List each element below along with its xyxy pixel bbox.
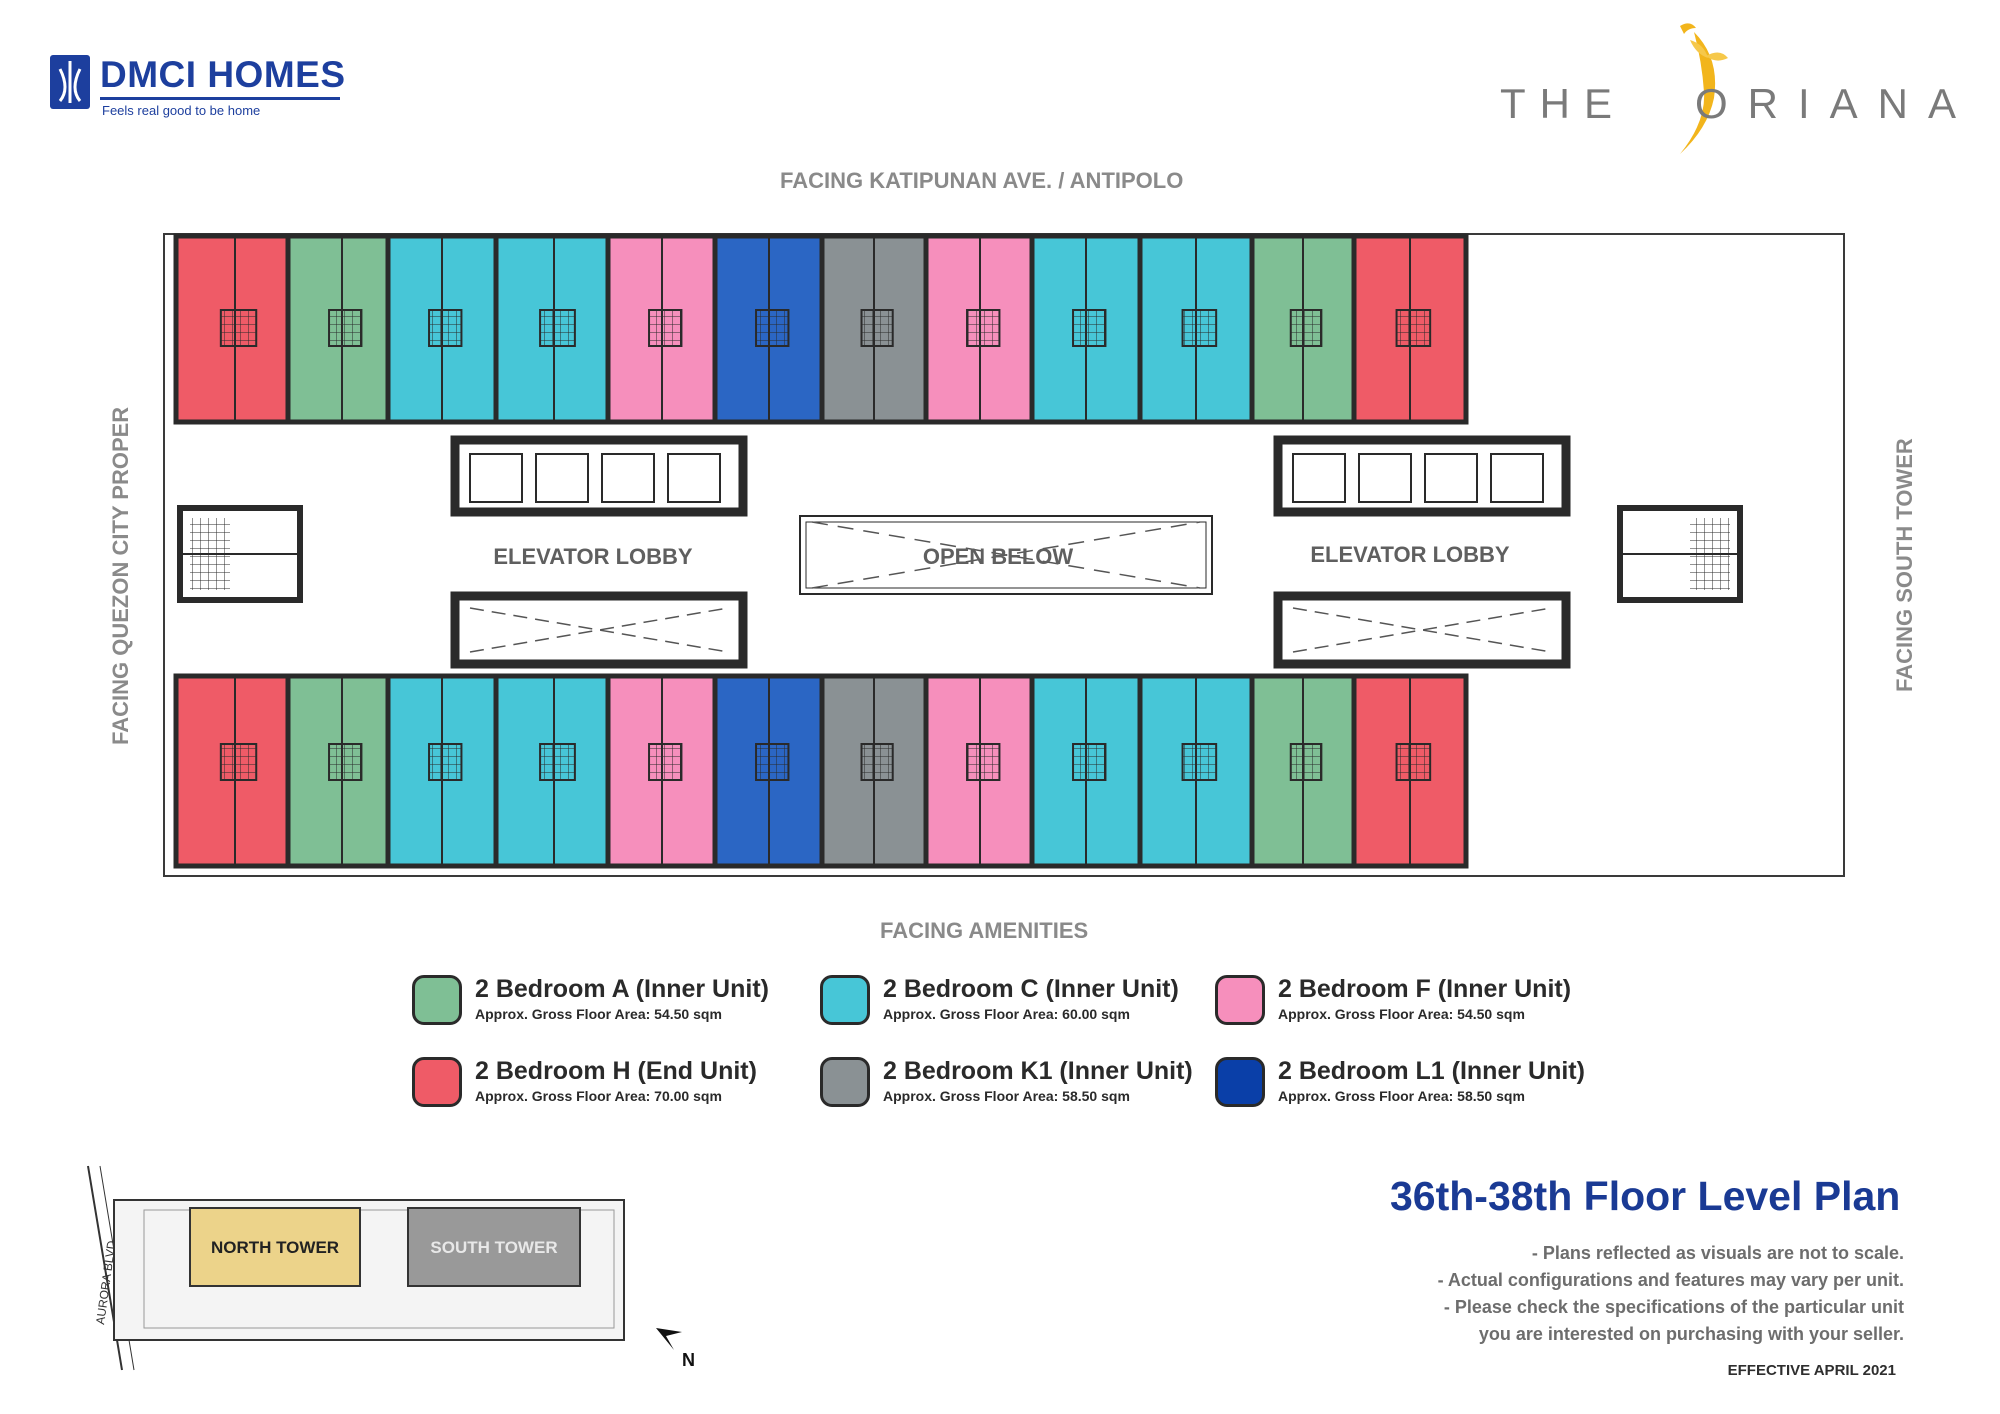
- bathroom: [1395, 743, 1432, 781]
- effective-date: EFFECTIVE APRIL 2021: [1727, 1362, 1896, 1379]
- bathroom: [648, 309, 683, 347]
- bathroom: [1289, 309, 1323, 347]
- bathroom: [328, 309, 363, 347]
- key-plan: AURORA BLVD. NORTH TOWER SOUTH TOWER N: [87, 1165, 695, 1371]
- project-logo: THE ORIANA: [1500, 18, 1960, 158]
- bathroom: [328, 743, 363, 781]
- project-logo-prefix: THE: [1500, 80, 1626, 127]
- key-plan-inner-outline: [143, 1209, 615, 1329]
- facing-bottom-label: FACING AMENITIES: [880, 918, 1089, 943]
- legend-item-f: 2 Bedroom F (Inner Unit) Approx. Gross F…: [1215, 975, 1595, 1035]
- developer-name: DMCI HOMES: [100, 54, 346, 95]
- elevator-bank-left: [450, 435, 748, 517]
- key-plan-south-tower-label: SOUTH TOWER: [430, 1238, 557, 1257]
- legend-item-l1: 2 Bedroom L1 (Inner Unit) Approx. Gross …: [1215, 1057, 1595, 1117]
- bathroom: [966, 743, 1001, 781]
- key-plan-south-tower: [407, 1207, 581, 1287]
- legend-area-k1: Approx. Gross Floor Area: 58.50 sqm: [883, 1088, 1130, 1104]
- bathroom: [219, 743, 258, 781]
- key-plan-north-tower: [189, 1207, 361, 1287]
- bathroom: [860, 309, 894, 347]
- key-plan-north-label: N: [682, 1350, 695, 1370]
- bathroom: [755, 309, 790, 347]
- note-line: - Plans reflected as visuals are not to …: [1531, 1243, 1904, 1263]
- units-bottom-row: [173, 673, 1469, 869]
- legend-swatch-f: [1215, 975, 1265, 1025]
- bathroom: [966, 309, 1001, 347]
- north-arrow-icon: [656, 1328, 682, 1350]
- units-top-row: [173, 233, 1469, 425]
- legend-name-h: 2 Bedroom H (End Unit): [475, 1057, 757, 1085]
- elevator-bank-right: [1273, 435, 1571, 517]
- legend-item-a: 2 Bedroom A (Inner Unit) Approx. Gross F…: [412, 975, 792, 1035]
- bathroom: [219, 309, 258, 347]
- open-below-void: [799, 515, 1213, 595]
- legend-swatch-h: [412, 1057, 462, 1107]
- floor-plan: ELEVATOR LOBBY OPEN BELOW ELEVATOR LOBBY: [163, 233, 1845, 877]
- bathroom: [1072, 309, 1107, 347]
- legend-swatch-k1: [820, 1057, 870, 1107]
- bathroom: [860, 743, 894, 781]
- bathroom: [1072, 743, 1107, 781]
- bathroom: [648, 743, 683, 781]
- stair-core-left: [177, 505, 303, 603]
- legend-name-l1: 2 Bedroom L1 (Inner Unit): [1278, 1057, 1585, 1085]
- legend-item-k1: 2 Bedroom K1 (Inner Unit) Approx. Gross …: [820, 1057, 1200, 1117]
- disclaimer-notes: - Plans reflected as visuals are not to …: [1304, 1240, 1904, 1348]
- elevator-lobby-left-label: ELEVATOR LOBBY: [493, 544, 693, 569]
- stair-core-right: [1617, 505, 1743, 603]
- bathroom: [428, 743, 463, 781]
- bathroom: [755, 743, 790, 781]
- note-line: - Please check the specifications of the…: [1443, 1297, 1904, 1317]
- developer-logo: DMCI HOMES Feels real good to be home: [50, 52, 350, 122]
- shaft-right: [1273, 591, 1571, 669]
- legend-area-c: Approx. Gross Floor Area: 60.00 sqm: [883, 1006, 1130, 1022]
- bathroom: [539, 309, 576, 347]
- facing-right-text: FACING SOUTH TOWER: [1892, 438, 1917, 692]
- bathroom: [1289, 743, 1323, 781]
- bathroom: [428, 309, 463, 347]
- shaft-left: [450, 591, 748, 669]
- facing-right-label: FACING SOUTH TOWER: [1882, 400, 1922, 720]
- legend-area-h: Approx. Gross Floor Area: 70.00 sqm: [475, 1088, 722, 1104]
- dmci-emblem-icon: [50, 55, 90, 109]
- legend-swatch-l1: [1215, 1057, 1265, 1107]
- oriana-leaf-icon: [1680, 23, 1728, 154]
- facing-left-label: FACING QUEZON CITY PROPER: [100, 400, 140, 750]
- legend-name-a: 2 Bedroom A (Inner Unit): [475, 975, 769, 1003]
- facing-top-label: FACING KATIPUNAN AVE. / ANTIPOLO: [780, 168, 1184, 193]
- note-line: you are interested on purchasing with yo…: [1478, 1324, 1904, 1344]
- legend-area-a: Approx. Gross Floor Area: 54.50 sqm: [475, 1006, 722, 1022]
- developer-tagline: Feels real good to be home: [102, 103, 261, 118]
- legend-name-f: 2 Bedroom F (Inner Unit): [1278, 975, 1572, 1003]
- bathroom: [1181, 309, 1218, 347]
- legend-item-h: 2 Bedroom H (End Unit) Approx. Gross Flo…: [412, 1057, 792, 1117]
- legend-item-c: 2 Bedroom C (Inner Unit) Approx. Gross F…: [820, 975, 1200, 1035]
- legend-name-c: 2 Bedroom C (Inner Unit): [883, 975, 1179, 1003]
- legend-area-f: Approx. Gross Floor Area: 54.50 sqm: [1278, 1006, 1525, 1022]
- legend-name-k1: 2 Bedroom K1 (Inner Unit): [883, 1057, 1193, 1085]
- legend-swatch-c: [820, 975, 870, 1025]
- open-below-label: OPEN BELOW: [923, 544, 1074, 569]
- facing-left-text: FACING QUEZON CITY PROPER: [108, 406, 133, 745]
- project-logo-name: ORIANA: [1695, 80, 1977, 127]
- key-plan-north-tower-label: NORTH TOWER: [211, 1238, 339, 1257]
- bathroom: [1395, 309, 1432, 347]
- bathroom: [1181, 743, 1218, 781]
- plan-title: 36th-38th Floor Level Plan: [1390, 1173, 1901, 1219]
- legend-swatch-a: [412, 975, 462, 1025]
- note-line: - Actual configurations and features may…: [1437, 1270, 1904, 1290]
- bathroom: [539, 743, 576, 781]
- logo-underline: [100, 97, 340, 100]
- legend-area-l1: Approx. Gross Floor Area: 58.50 sqm: [1278, 1088, 1525, 1104]
- elevator-lobby-right-label: ELEVATOR LOBBY: [1310, 542, 1510, 567]
